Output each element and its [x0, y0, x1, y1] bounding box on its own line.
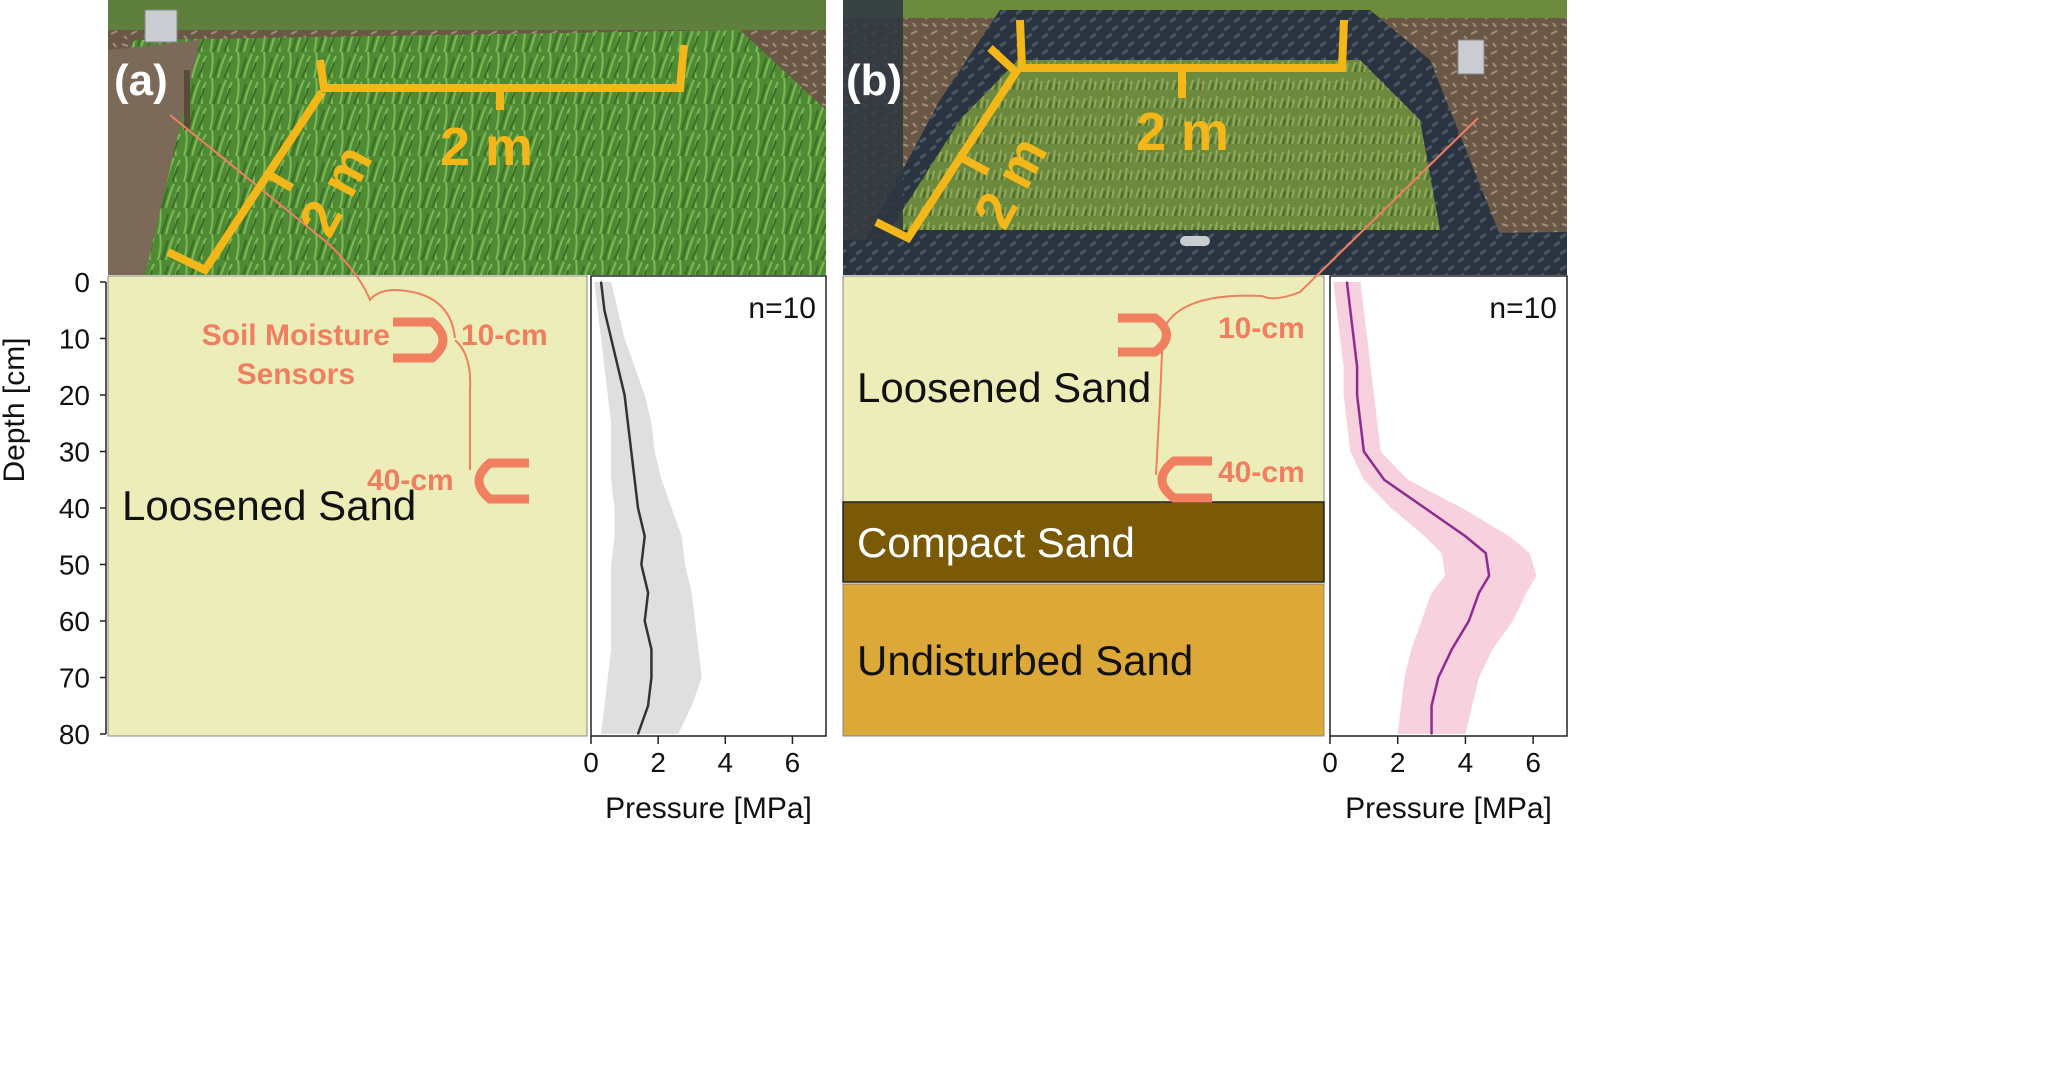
panel-a-sensor-40-label: 40-cm: [367, 464, 454, 497]
panel-b-mean-point: [1352, 337, 1355, 340]
panel-b-x-tick-label: 4: [1458, 747, 1474, 778]
panel-a-n-label: n=10: [748, 292, 816, 325]
panel-a-mean-point: [650, 676, 653, 679]
panel-a-mean-point: [630, 450, 633, 453]
panel-b-mean-point: [1363, 450, 1365, 453]
panel-b-mean-point: [1424, 507, 1426, 509]
panel-b-dimension-bracket-length: [874, 45, 1022, 244]
depth-tick-label: 40: [59, 493, 90, 524]
panel-b-mean-point: [1383, 478, 1385, 481]
panel-a-letter: (a): [114, 56, 168, 105]
depth-tick-label: 70: [59, 663, 90, 694]
depth-tick-label: 60: [59, 606, 90, 637]
panel-b-layer-undisturbed-label: Undisturbed Sand: [857, 637, 1193, 684]
panel-b-x-tick-label: 0: [1322, 747, 1338, 778]
panel-b-x-tick-label: 6: [1525, 747, 1541, 778]
depth-tick-label: 50: [59, 550, 90, 581]
depth-tick-label: 20: [59, 380, 90, 411]
depth-tick-label: 10: [59, 324, 90, 355]
panel-b-x-tick-label: 2: [1390, 747, 1406, 778]
panel-a-mean-point: [637, 733, 639, 735]
panel-b-sensor-10-label: 10-cm: [1218, 312, 1305, 345]
panel-b-sensor-40-label: 40-cm: [1218, 456, 1305, 489]
panel-b-mean-point: [1468, 620, 1470, 622]
panel-a-sensor-10-hook: [393, 317, 448, 363]
panel-a-mean-point: [643, 620, 646, 622]
panel-b-mean-point: [1437, 676, 1440, 679]
depth-tick-label: 80: [59, 719, 90, 750]
panel-b-sensor-wire: [1155, 117, 1479, 476]
panel-a-xlabel: Pressure [MPa]: [605, 792, 812, 825]
panel-a-mean-point: [647, 704, 649, 707]
panel-b-mean-line: [1345, 281, 1491, 734]
panel-b-layer-compact-label: Compact Sand: [857, 519, 1135, 566]
panel-b-mean-point: [1464, 535, 1467, 538]
panel-b-layer-loosened-label: Loosened Sand: [857, 364, 1151, 411]
panel-b-uncertainty-band: [1333, 282, 1537, 734]
panel-b-sensor-10-hook: [1118, 313, 1171, 357]
panel-a-mean-point: [610, 337, 612, 340]
panel-b-mean-point: [1346, 281, 1348, 283]
panel-b-photo: [843, 0, 1567, 275]
panel-b-xlabel: Pressure [MPa]: [1345, 792, 1552, 825]
panel-a-dimension-bracket-length: [166, 89, 326, 276]
panel-b-mean-point: [1430, 733, 1433, 735]
panel-a-width-label: 2 m: [440, 117, 533, 177]
panel-b-sensor-40-hook: [1157, 456, 1212, 503]
panel-a-mean-point: [600, 281, 602, 283]
panel-b-mean-point: [1451, 648, 1453, 651]
panel-b-width-label: 2 m: [1136, 102, 1229, 162]
depth-tick-label: 0: [74, 267, 90, 298]
panel-a-mean-point: [627, 422, 629, 425]
panel-a-mean-point: [603, 309, 606, 312]
panel-b-mean-point: [1484, 552, 1487, 554]
panel-a-mean-point: [650, 648, 653, 651]
panel-a-mean-point: [643, 535, 646, 538]
panel-a-mean-point: [637, 507, 639, 509]
panel-a-uncertainty-band: [594, 282, 702, 734]
panel-a-sensor-40-hook: [474, 458, 529, 504]
panel-b-layer-undisturbed: [842, 583, 1325, 737]
panel-b-mean-point: [1359, 422, 1362, 425]
panel-b-mean-point: [1488, 575, 1490, 577]
panel-a-x-tick-label: 4: [717, 747, 733, 778]
panel-b-mean-point: [1356, 365, 1358, 368]
depth-tick-label: 30: [59, 437, 90, 468]
panel-b-layer-compact: [842, 501, 1325, 583]
panel-a-sensor-10-label: 10-cm: [461, 319, 548, 352]
panel-a-mean-point: [617, 365, 619, 368]
panel-b-mean-point: [1430, 704, 1433, 707]
panel-a-sensor-wire: [169, 114, 472, 470]
panel-b-mean-point: [1349, 309, 1352, 312]
panel-b-layer-loosened: [842, 275, 1325, 503]
panel-b-letter: (b): [846, 56, 902, 105]
panel-a-layer-label: Loosened Sand: [122, 482, 416, 529]
panel-a-mean-point: [640, 563, 643, 566]
panel-a-mean-point: [623, 394, 626, 396]
depth-axis-label: Depth [cm]: [0, 337, 31, 482]
panel-b-dimension-bracket-width: [1016, 19, 1348, 98]
panel-a-sensor-label-line1: Soil Moisture: [202, 319, 390, 352]
panel-a-soil-profile: [107, 275, 588, 737]
panel-b-n-label: n=10: [1489, 292, 1557, 325]
panel-a-dimension-bracket-width: [316, 44, 688, 110]
panel-a-sensor-label-line2: Sensors: [237, 358, 355, 391]
panel-b-mean-point: [1478, 591, 1480, 594]
panel-a-x-tick-label: 2: [650, 747, 666, 778]
panel-a-x-tick-label: 0: [583, 747, 599, 778]
panel-a-mean-point: [647, 591, 649, 594]
panel-a-mean-point: [633, 478, 636, 481]
panel-b-mean-point: [1356, 394, 1358, 396]
depth-axis-ticks: 0 10 20 30 40 50 60 70 80: [59, 267, 107, 750]
panel-a-x-tick-label: 6: [785, 747, 801, 778]
